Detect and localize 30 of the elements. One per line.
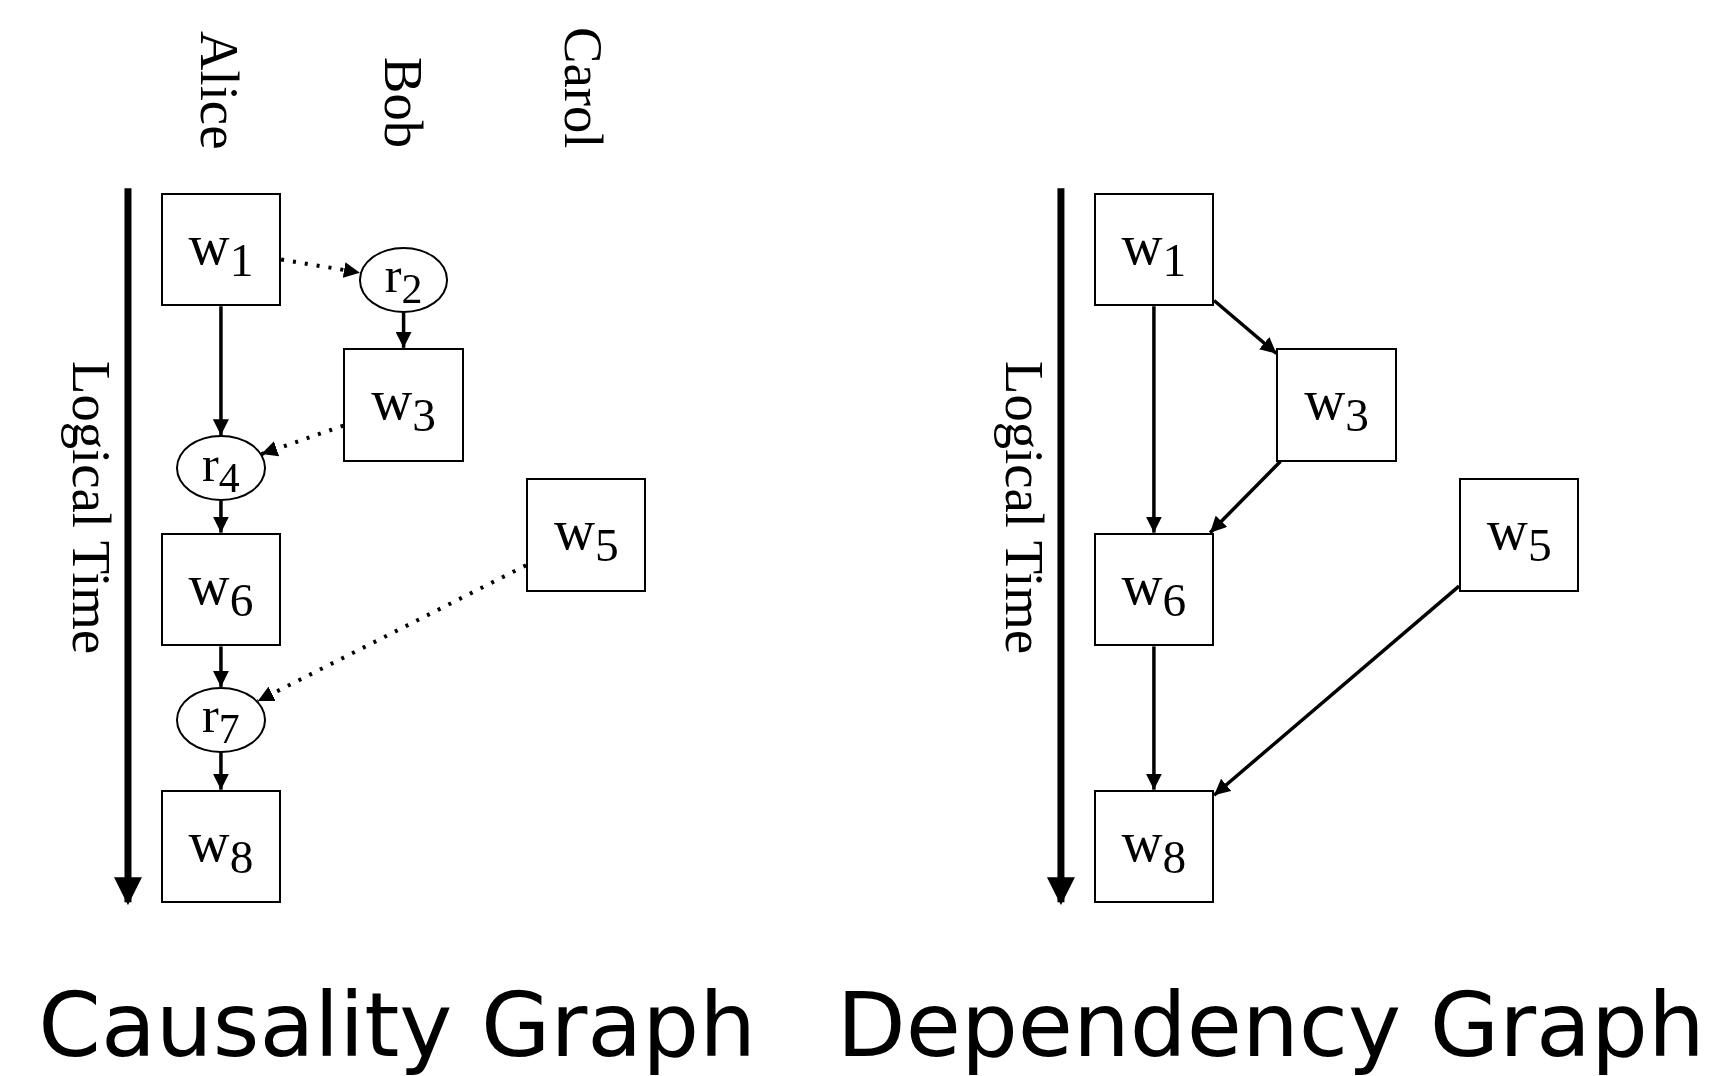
arrow bbox=[212, 752, 229, 790]
dotted-arrow bbox=[280, 257, 361, 278]
graph-title: Dependency Graph bbox=[836, 973, 1705, 1076]
read-ellipse: r$_{7}$ bbox=[176, 686, 266, 753]
write-box: w$_{1}$ bbox=[160, 192, 282, 307]
axis-label: Logical Time bbox=[993, 360, 1057, 655]
graph-title: Causality Graph bbox=[38, 973, 756, 1076]
write-box: w$_{8}$ bbox=[1093, 789, 1215, 904]
person-label: Carol bbox=[552, 27, 616, 149]
person-label: Alice bbox=[188, 30, 252, 150]
write-box: w$_{3}$ bbox=[1276, 347, 1397, 462]
write-box: w$_{5}$ bbox=[526, 477, 647, 592]
arrow bbox=[212, 646, 229, 687]
read-ellipse: r$_{4}$ bbox=[176, 435, 266, 501]
person-label: Bob bbox=[371, 56, 435, 148]
write-box: w$_{5}$ bbox=[1459, 477, 1580, 592]
write-box: w$_{3}$ bbox=[343, 347, 464, 462]
read-ellipse: r$_{2}$ bbox=[358, 247, 449, 313]
write-box: w$_{8}$ bbox=[160, 789, 282, 904]
arrow bbox=[1208, 460, 1282, 534]
arrow bbox=[395, 312, 412, 348]
dotted-arrow bbox=[260, 423, 345, 457]
arrow bbox=[1145, 306, 1162, 533]
arrow bbox=[212, 306, 229, 436]
arrow bbox=[212, 500, 229, 533]
write-box: w$_{1}$ bbox=[1093, 192, 1215, 307]
arrow bbox=[1145, 646, 1162, 790]
write-box: w$_{6}$ bbox=[160, 532, 282, 647]
axis-label: Logical Time bbox=[60, 360, 124, 655]
write-box: w$_{6}$ bbox=[1093, 532, 1215, 647]
